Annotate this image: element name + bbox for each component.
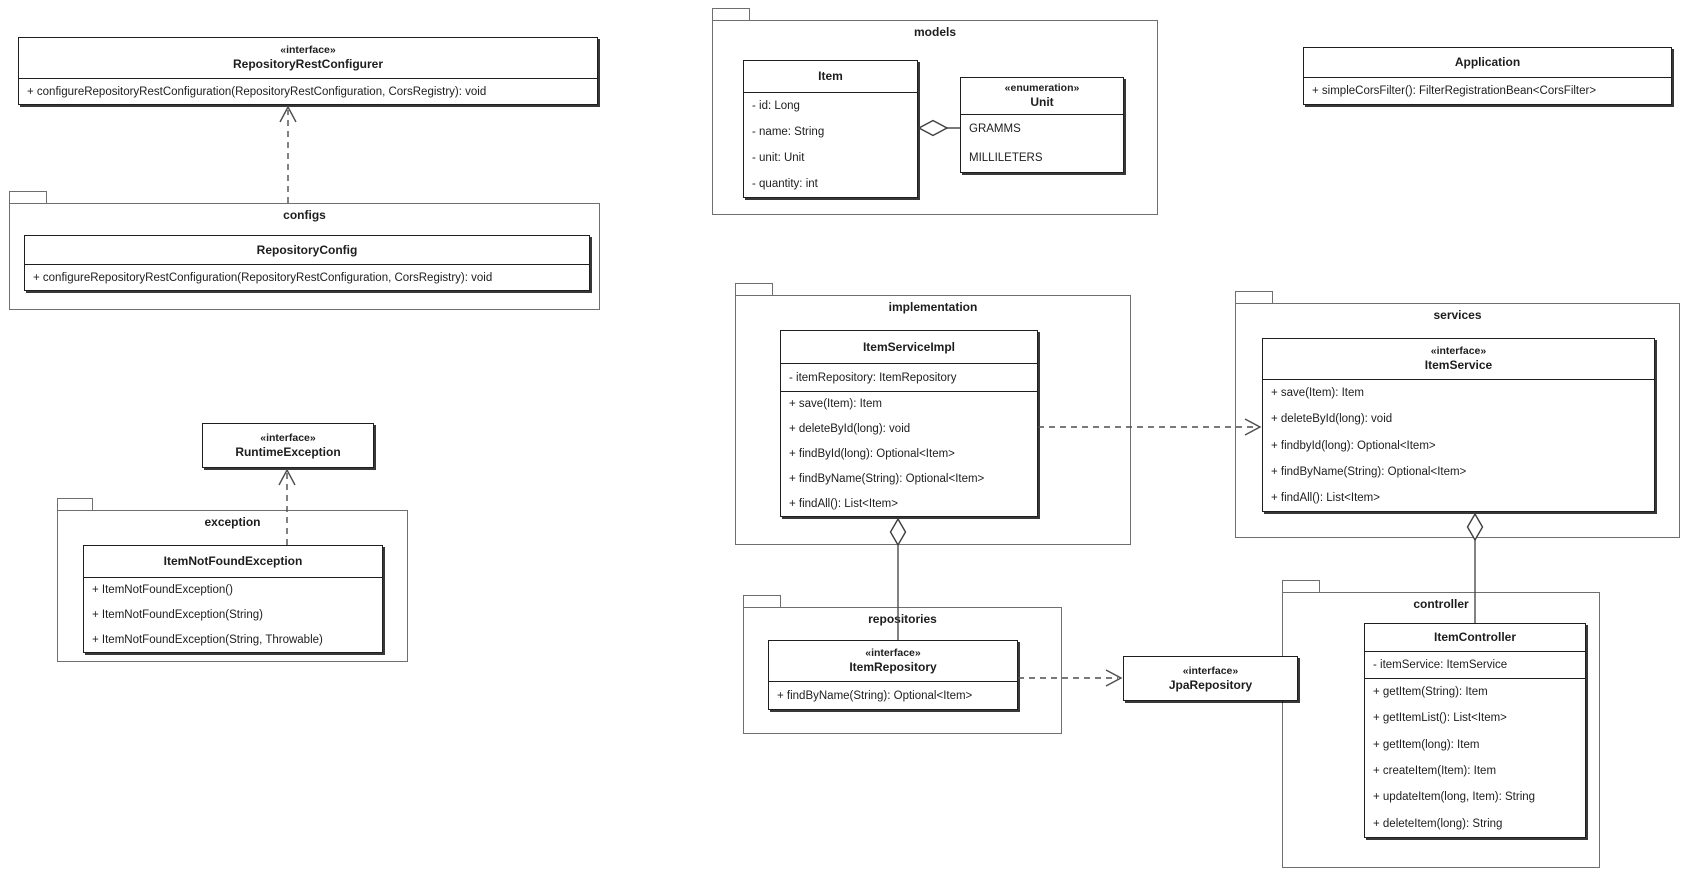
attribute-row: - unit: Unit (752, 152, 805, 164)
attributes-compartment: - itemService: ItemService (1365, 651, 1585, 678)
class-header: «interface» RepositoryRestConfigurer (19, 38, 597, 78)
methods-compartment: + configureRepositoryRestConfiguration(R… (19, 78, 597, 104)
class-name: Application (1454, 55, 1521, 69)
attributes-compartment: - itemRepository: ItemRepository (781, 363, 1037, 391)
method-row: + findAll(): List<Item> (789, 497, 898, 510)
method-row: + configureRepositoryRestConfiguration(R… (27, 85, 487, 98)
interface-item-service[interactable]: «interface» ItemService + save(Item): It… (1262, 338, 1655, 512)
class-header: ItemServiceImpl (781, 331, 1037, 363)
method-row: + findByName(String): Optional<Item> (789, 472, 985, 485)
class-header: Item (744, 61, 917, 92)
method-row: + deleteItem(long): String (1373, 817, 1503, 830)
package-label: models (913, 25, 956, 39)
methods-compartment: + findByName(String): Optional<Item> (769, 681, 1017, 709)
stereotype-label: «interface» (1182, 664, 1239, 677)
attribute-row: - id: Long (752, 100, 800, 112)
method-row: + getItem(long): Item (1373, 738, 1480, 751)
dependency-arrow-configs-to-repositoryrestconfigurer (279, 105, 297, 203)
attributes-compartment: - id: Long - name: String - unit: Unit -… (744, 92, 917, 197)
class-item-not-found-exception[interactable]: ItemNotFoundException + ItemNotFoundExce… (83, 545, 383, 653)
class-name: ItemNotFoundException (163, 554, 303, 568)
package-label: repositories (868, 612, 937, 626)
class-header: Application (1304, 48, 1671, 77)
method-row: + deleteById(long): void (789, 423, 911, 436)
class-name: ItemController (1433, 630, 1516, 644)
class-header: «interface» ItemRepository (769, 641, 1017, 681)
method-row: + findByName(String): Optional<Item> (1271, 465, 1467, 478)
class-name: JpaRepository (1168, 677, 1253, 692)
attribute-row: - name: String (752, 126, 825, 138)
method-row: + findByName(String): Optional<Item> (777, 689, 973, 702)
method-row: + createItem(Item): Item (1373, 765, 1497, 778)
stereotype-label: «interface» (260, 431, 316, 444)
class-header: ItemNotFoundException (84, 546, 382, 577)
methods-compartment: + save(Item): Item + deleteById(long): v… (781, 391, 1037, 516)
class-name: RepositoryRestConfigurer (232, 57, 384, 71)
class-name: ItemRepository (849, 660, 937, 674)
methods-compartment: + getItem(String): Item + getItemList():… (1365, 678, 1585, 837)
stereotype-label: «enumeration» (1004, 82, 1080, 94)
stereotype-label: «interface» (1430, 345, 1487, 357)
method-row: + simpleCorsFilter(): FilterRegistration… (1312, 85, 1597, 97)
stereotype-label: «interface» (865, 647, 921, 659)
package-label: implementation (888, 300, 978, 314)
method-row: + ItemNotFoundException() (92, 584, 233, 597)
class-runtime-exception[interactable]: «interface» RuntimeException (202, 423, 374, 468)
class-header: ItemController (1365, 624, 1585, 651)
class-name: RuntimeException (235, 444, 341, 459)
method-row: + save(Item): Item (1271, 387, 1364, 400)
literals-compartment: GRAMMS MILLILETERS (961, 114, 1123, 172)
methods-compartment: + simpleCorsFilter(): FilterRegistration… (1304, 77, 1671, 104)
attribute-row: - itemService: ItemService (1373, 659, 1508, 671)
method-row: + updateItem(long, Item): String (1373, 791, 1536, 804)
class-header: «interface» ItemService (1263, 339, 1654, 379)
methods-compartment: + configureRepositoryRestConfiguration(R… (25, 264, 589, 290)
method-row: + ItemNotFoundException(String, Throwabl… (92, 633, 323, 646)
class-name: ItemServiceImpl (862, 339, 956, 354)
class-item-service-impl[interactable]: ItemServiceImpl - itemRepository: ItemRe… (780, 330, 1038, 517)
attribute-row: - itemRepository: ItemRepository (789, 371, 957, 384)
enum-literal-row: MILLILETERS (969, 151, 1043, 164)
class-repository-rest-configurer[interactable]: «interface» RepositoryRestConfigurer + c… (18, 37, 598, 105)
method-row: + findbyId(long): Optional<Item> (1271, 439, 1436, 452)
package-label: exception (204, 515, 261, 529)
class-header: «interface» RuntimeException (203, 424, 373, 467)
class-name: ItemService (1424, 358, 1493, 372)
interface-jpa-repository[interactable]: «interface» JpaRepository (1123, 656, 1298, 701)
interface-item-repository[interactable]: «interface» ItemRepository + findByName(… (768, 640, 1018, 710)
class-application[interactable]: Application + simpleCorsFilter(): Filter… (1303, 47, 1672, 105)
method-row: + deleteById(long): void (1271, 413, 1393, 426)
enum-literal-row: GRAMMS (969, 123, 1021, 136)
stereotype-label: «interface» (280, 44, 336, 56)
method-row: + save(Item): Item (789, 398, 882, 411)
method-row: + findById(long): Optional<Item> (789, 447, 955, 460)
class-item-controller[interactable]: ItemController - itemService: ItemServic… (1364, 623, 1586, 838)
method-row: + findAll(): List<Item> (1271, 491, 1380, 504)
class-name: Item (818, 69, 843, 83)
class-header: «interface» JpaRepository (1124, 657, 1297, 700)
attribute-row: - quantity: int (752, 178, 818, 190)
methods-compartment: + ItemNotFoundException() + ItemNotFound… (84, 577, 382, 652)
class-header: «enumeration» Unit (961, 78, 1123, 114)
class-header: RepositoryConfig (25, 236, 589, 264)
methods-compartment: + save(Item): Item + deleteById(long): v… (1263, 379, 1654, 511)
class-item[interactable]: Item - id: Long - name: String - unit: U… (743, 60, 918, 198)
enum-unit[interactable]: «enumeration» Unit GRAMMS MILLILETERS (960, 77, 1124, 173)
class-name: RepositoryConfig (256, 242, 358, 257)
class-name: Unit (1030, 95, 1054, 109)
class-repository-config[interactable]: RepositoryConfig + configureRepositoryRe… (24, 235, 590, 291)
package-label: services (1433, 308, 1482, 322)
method-row: + getItem(String): Item (1373, 686, 1488, 699)
method-row: + ItemNotFoundException(String) (92, 609, 263, 621)
package-label: configs (283, 208, 326, 222)
method-row: + getItemList(): List<Item> (1373, 712, 1507, 725)
package-label: controller (1413, 597, 1469, 611)
method-row: + configureRepositoryRestConfiguration(R… (33, 271, 493, 284)
